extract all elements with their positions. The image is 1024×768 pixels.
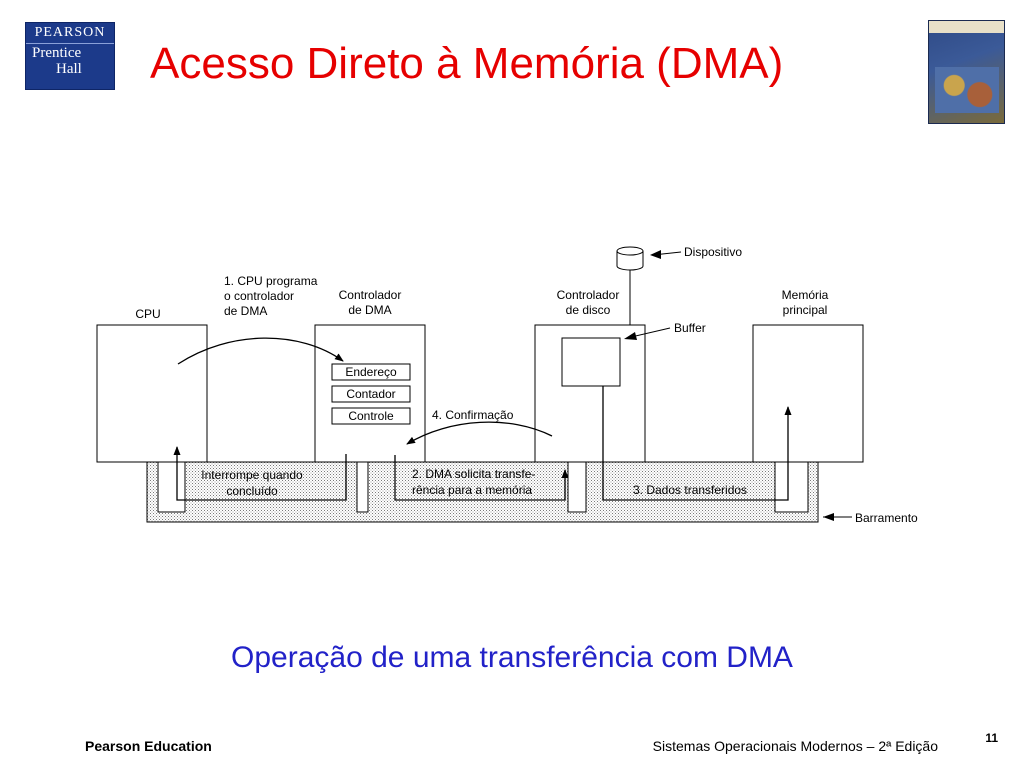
book-cover-image [928, 20, 1005, 124]
footer-book-title: Sistemas Operacionais Modernos – 2ª Ediç… [652, 738, 938, 754]
logo-top-text: PEARSON [26, 23, 114, 44]
counter-register [331, 385, 411, 403]
disk-controller-label-2: de disco [566, 303, 611, 317]
book-author-band [929, 21, 1004, 33]
buffer-label: Buffer [674, 321, 706, 335]
disk-device-icon [616, 246, 644, 271]
memory-label-2: principal [783, 303, 828, 317]
cpu-label: CPU [135, 307, 160, 321]
step1-label-3: de DMA [224, 304, 267, 318]
book-cover-art [935, 67, 999, 113]
main-memory-box [752, 324, 864, 463]
logo-line-2: Hall [56, 61, 82, 77]
step3-arrow [602, 386, 792, 501]
page-number: 11 [985, 731, 998, 745]
slide-title: Acesso Direto à Memória (DMA) [150, 39, 784, 88]
step2-label-2: rência para a memória [412, 483, 532, 497]
dma-controller-label-2: de DMA [348, 303, 391, 317]
step1-label-2: o controlador [224, 289, 294, 303]
slide-caption: Operação de uma transferência com DMA [231, 641, 793, 674]
address-register [331, 363, 411, 381]
pearson-prentice-hall-logo: PEARSON Prentice Hall [25, 22, 115, 90]
address-register-label: Endereço [345, 365, 397, 379]
dma-controller-label-1: Controlador [339, 288, 402, 302]
control-register [331, 407, 411, 425]
footer-publisher: Pearson Education [85, 738, 212, 754]
memory-label-1: Memória [782, 288, 829, 302]
logo-bottom-text: Prentice Hall [32, 45, 112, 89]
control-register-label: Controle [348, 409, 394, 423]
step4-label: 4. Confirmação [432, 408, 514, 422]
step1-arrow [177, 337, 344, 365]
counter-register-label: Contador [346, 387, 395, 401]
step3-label: 3. Dados transferidos [633, 483, 747, 497]
buffer-box [561, 337, 621, 387]
step2-arrow [394, 455, 569, 501]
bus-label: Barramento [855, 511, 918, 525]
step2-label-1: 2. DMA solicita transfe- [412, 467, 535, 481]
interrupt-label-1: Interrompe quando [201, 468, 303, 482]
step4-arrow [406, 421, 553, 445]
disk-controller-label-1: Controlador [557, 288, 620, 302]
step1-label-1: 1. CPU programa [224, 274, 318, 288]
cpu-box [96, 324, 208, 463]
device-label: Dispositivo [684, 245, 742, 259]
interrupt-label-2: concluído [226, 484, 278, 498]
interrupt-arrow [173, 446, 347, 501]
logo-line-1: Prentice [32, 45, 82, 61]
